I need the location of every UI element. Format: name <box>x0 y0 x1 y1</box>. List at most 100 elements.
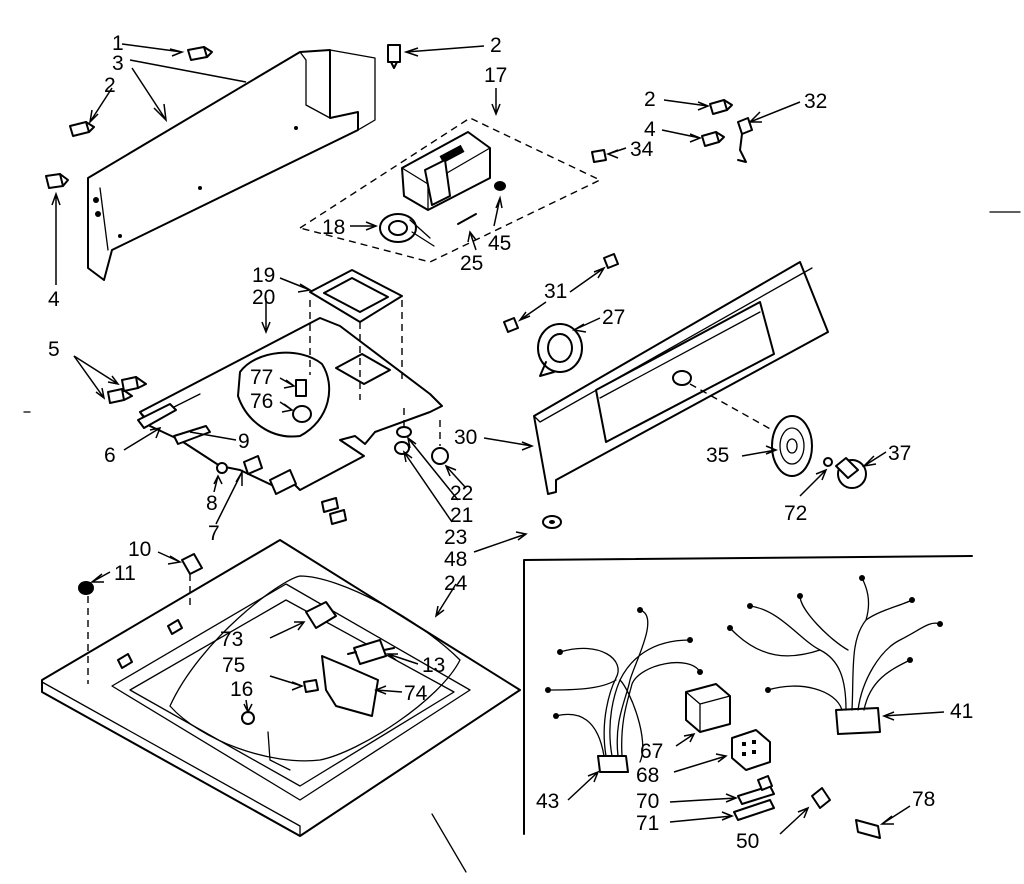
callout-4: 4 <box>48 288 60 311</box>
part-8 <box>216 462 228 474</box>
screw-part-2-left <box>69 121 95 137</box>
screw-part-2-top <box>387 44 401 69</box>
terminal-part-70 <box>737 775 775 805</box>
callout-78: 78 <box>912 788 935 811</box>
callout-74: 74 <box>404 682 428 705</box>
clip-part-9 <box>173 425 211 445</box>
part-13 <box>347 639 395 665</box>
callout-70: 70 <box>636 790 659 813</box>
part-16 <box>241 711 291 771</box>
callout-67: 67 <box>640 740 663 763</box>
motor-coil-part-18 <box>379 213 435 247</box>
callout-77: 77 <box>250 366 273 389</box>
callout-45: 45 <box>488 232 511 255</box>
callout-5: 5 <box>48 338 60 361</box>
callout-24: 24 <box>444 572 468 595</box>
callout-4: 4 <box>644 118 656 141</box>
clip-part-32 <box>737 117 753 163</box>
part-76 <box>292 405 312 423</box>
callout-13: 13 <box>422 654 445 677</box>
screw-part-75 <box>303 679 319 693</box>
bracket-part-6 <box>137 403 177 429</box>
callout-11: 11 <box>114 562 136 585</box>
rear-mounting-bracket <box>87 49 376 281</box>
screw-part-4-right <box>701 131 725 147</box>
callout-2: 2 <box>104 74 116 97</box>
connector-part-67 <box>685 683 731 733</box>
callout-25: 25 <box>460 252 483 275</box>
part-74 <box>321 655 379 717</box>
callout-3: 3 <box>112 52 124 75</box>
screw-part-4-left <box>45 173 69 189</box>
callout-7: 7 <box>208 522 220 545</box>
callout-30: 30 <box>454 426 477 449</box>
wire-harness-part-43 <box>545 607 703 773</box>
callout-35: 35 <box>706 444 729 467</box>
callout-2: 2 <box>644 88 656 111</box>
callout-19: 19 <box>252 264 275 287</box>
callout-10: 10 <box>128 538 151 561</box>
callout-17: 17 <box>484 64 507 87</box>
part-73 <box>305 601 337 629</box>
callout-1: 1 <box>112 32 124 55</box>
callout-43: 43 <box>536 790 559 813</box>
fasteners-lower-plate <box>321 497 347 525</box>
part-10 <box>181 553 203 610</box>
callout-16: 16 <box>230 678 253 701</box>
callout-8: 8 <box>206 492 218 515</box>
callout-41: 41 <box>950 700 973 723</box>
pin-part-25 <box>457 213 477 225</box>
switch-part-27 <box>537 323 583 377</box>
connector-part-68 <box>731 729 771 771</box>
callout-22: 22 <box>450 482 473 505</box>
callout-50: 50 <box>736 830 759 853</box>
callout-76: 76 <box>250 390 273 413</box>
timer-assembly-group <box>298 117 602 263</box>
callout-34: 34 <box>630 138 654 161</box>
mounting-plate-part-20 <box>139 317 443 491</box>
callout-68: 68 <box>636 764 659 787</box>
callout-48: 48 <box>444 548 467 571</box>
callout-labels: 1 3 2 4 2 17 2 32 4 34 18 45 25 19 20 31… <box>48 32 973 853</box>
callout-37: 37 <box>888 442 911 465</box>
gasket-part-19 <box>309 269 403 400</box>
callout-20: 20 <box>252 286 275 309</box>
screw-part-1 <box>187 46 213 61</box>
screw-part-34 <box>591 149 607 163</box>
callout-18: 18 <box>322 216 345 239</box>
clip-part-50 <box>811 787 831 809</box>
dial-part-35 <box>771 415 813 477</box>
console-panel-part-30 <box>533 261 829 495</box>
screw-part-2-right <box>709 99 733 115</box>
clip-part-78 <box>855 819 881 839</box>
wiring-harness-inset <box>523 555 973 835</box>
callout-27: 27 <box>602 306 625 329</box>
callout-73: 73 <box>220 628 243 651</box>
callout-23: 23 <box>444 526 467 549</box>
nut-part-31-upper <box>603 253 619 269</box>
callout-6: 6 <box>104 444 116 467</box>
nut-part-31-lower <box>503 317 519 333</box>
part-11 <box>78 581 94 684</box>
spring-part-72 <box>823 457 833 467</box>
screws-part-5 <box>107 376 147 404</box>
callout-32: 32 <box>804 90 827 113</box>
callout-71: 71 <box>636 812 659 835</box>
callout-9: 9 <box>238 430 250 453</box>
leader-lines <box>23 43 1021 873</box>
foot-part-48 <box>542 515 562 529</box>
knob-part-45 <box>494 181 506 191</box>
wire-harness-part-41 <box>727 575 943 735</box>
callout-2: 2 <box>490 34 502 57</box>
callout-75: 75 <box>222 654 245 677</box>
part-77 <box>295 379 307 397</box>
parts-21-23 <box>394 408 412 455</box>
callout-72: 72 <box>784 502 807 525</box>
knob-part-37 <box>835 457 867 489</box>
clip-part-7 <box>243 455 297 495</box>
callout-21: 21 <box>450 504 473 527</box>
callout-31: 31 <box>544 280 567 303</box>
part-22 <box>431 420 449 465</box>
terminal-part-71 <box>733 799 775 821</box>
